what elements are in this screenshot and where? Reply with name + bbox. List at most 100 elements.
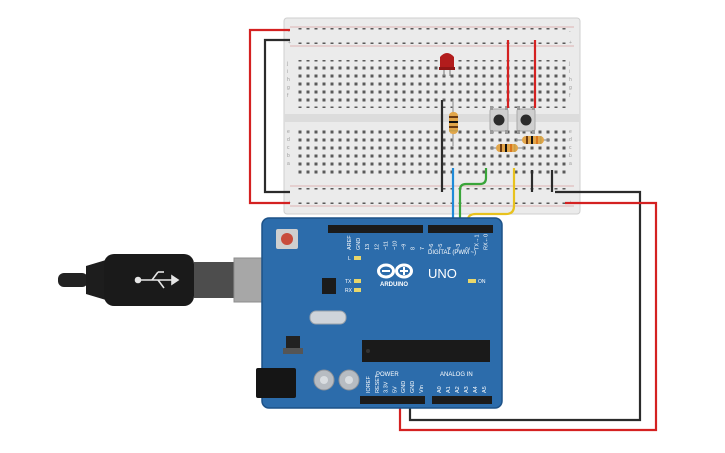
led-on-label: ON (478, 279, 486, 285)
pin-label: IOREF (366, 376, 372, 393)
pin-label: 3.3V (384, 381, 390, 393)
analog-header[interactable] (432, 396, 492, 404)
center-channel (284, 114, 580, 122)
row-letter: f (287, 93, 289, 99)
rail-holes-top-minus (294, 28, 566, 34)
pin-label: GND (401, 381, 407, 393)
rail-plus-top-left: + (288, 40, 291, 46)
usb-cable-stub (58, 273, 88, 287)
pin-label: RX←0 (484, 234, 490, 250)
breadboard: - + - + - + - + j i h g f j i h g f e d … (283, 17, 581, 215)
crystal-oscillator (309, 310, 347, 325)
row-letter: j (286, 61, 288, 67)
pin-label: ~9 (402, 244, 408, 250)
wire-red-left-loop[interactable] (248, 28, 290, 205)
row-letter: f (569, 93, 571, 99)
row-letter: i (569, 69, 570, 75)
row-letter: d (569, 137, 572, 143)
row-letter: e (287, 129, 290, 135)
row-letters-bottom: e d c b a e d c b a (287, 129, 572, 167)
digital-header-left[interactable] (328, 225, 423, 233)
pin-label: AREF (347, 235, 353, 250)
terminal-holes-upper (294, 60, 566, 108)
row-letter: j (568, 61, 570, 67)
wire-black-right-loop[interactable] (408, 190, 642, 422)
row-letter: i (287, 69, 288, 75)
row-letter: h (287, 77, 290, 83)
pin-label: 7 (420, 247, 426, 250)
led-resistor[interactable] (449, 100, 458, 146)
usb-cable[interactable] (58, 254, 277, 306)
row-letter: b (287, 153, 290, 159)
row-letter: c (569, 145, 572, 151)
pin-label: GND (410, 381, 416, 393)
arduino-model-text: UNO (428, 266, 457, 281)
pulldown-resistor-1[interactable] (490, 144, 524, 152)
row-letter: d (287, 137, 290, 143)
usb-plug-metal-dark (194, 262, 238, 298)
usb-strain-relief (86, 260, 106, 300)
pin-label: A4 (473, 386, 479, 393)
led-tx (354, 279, 361, 283)
pin-label: A1 (446, 386, 452, 393)
led-tx-label: TX (345, 279, 352, 285)
pin-label: TX→1 (474, 234, 480, 250)
rail-holes-bottom-minus (294, 188, 566, 194)
pin-label: 5V (392, 386, 398, 393)
row-letter: a (287, 161, 290, 167)
row-letter: c (287, 145, 290, 151)
row-letter: b (569, 153, 572, 159)
led-rx-label: RX (345, 288, 353, 294)
row-letter: a (569, 161, 572, 167)
rail-holes-top-plus (294, 38, 566, 44)
pin-label: A2 (455, 386, 461, 393)
button-cap (493, 114, 505, 126)
row-letter: g (287, 85, 290, 91)
led-l-label: L (348, 256, 351, 262)
analog-header-label: ANALOG IN (440, 372, 473, 378)
row-letters-top: j i h g f j i h g f (286, 61, 572, 99)
rail-plus-top-right: + (569, 40, 572, 46)
power-header[interactable] (360, 396, 425, 404)
wire-black-left-loop[interactable] (263, 38, 290, 194)
digital-header-right[interactable] (428, 225, 493, 233)
wire-green-button-1[interactable] (458, 168, 488, 228)
led-body (440, 53, 454, 68)
reset-button[interactable] (281, 233, 293, 245)
pushbutton-2[interactable] (516, 106, 536, 134)
row-letter: e (569, 129, 572, 135)
red-led[interactable] (439, 53, 455, 76)
pin-label: ~11 (383, 241, 389, 250)
pin-label: ~6 (429, 244, 435, 250)
pin-label: A5 (482, 386, 488, 393)
pin-label: RESET (375, 374, 381, 393)
pin-label: 13 (365, 244, 371, 250)
pin-label: Vin (419, 385, 425, 393)
terminal-holes-lower (294, 128, 566, 176)
arduino-brand-text: ARDUINO (380, 282, 408, 288)
pushbutton-1[interactable] (489, 106, 509, 134)
button-cap (520, 114, 532, 126)
led-rx (354, 288, 361, 292)
pin-label: 12 (374, 244, 380, 250)
pin-label: ~5 (438, 244, 444, 250)
row-letter: h (569, 77, 572, 83)
row-letter: g (569, 85, 572, 91)
pulldown-resistor-2[interactable] (516, 136, 550, 144)
dc-power-jack[interactable] (256, 368, 296, 398)
pin-label: 4 (447, 247, 453, 250)
rail-holes-bottom-plus (294, 198, 566, 204)
digital-header-label: DIGITAL (PWM ~) (428, 250, 476, 256)
rail-minus-top-left: - (288, 29, 290, 35)
wire-red-right-loop[interactable] (398, 201, 658, 432)
arduino-logo-icon (377, 263, 413, 279)
led-l (354, 256, 361, 260)
usb-interface-chip (322, 278, 336, 294)
pin-label: 2 (465, 247, 471, 250)
usb-icon (134, 271, 180, 289)
